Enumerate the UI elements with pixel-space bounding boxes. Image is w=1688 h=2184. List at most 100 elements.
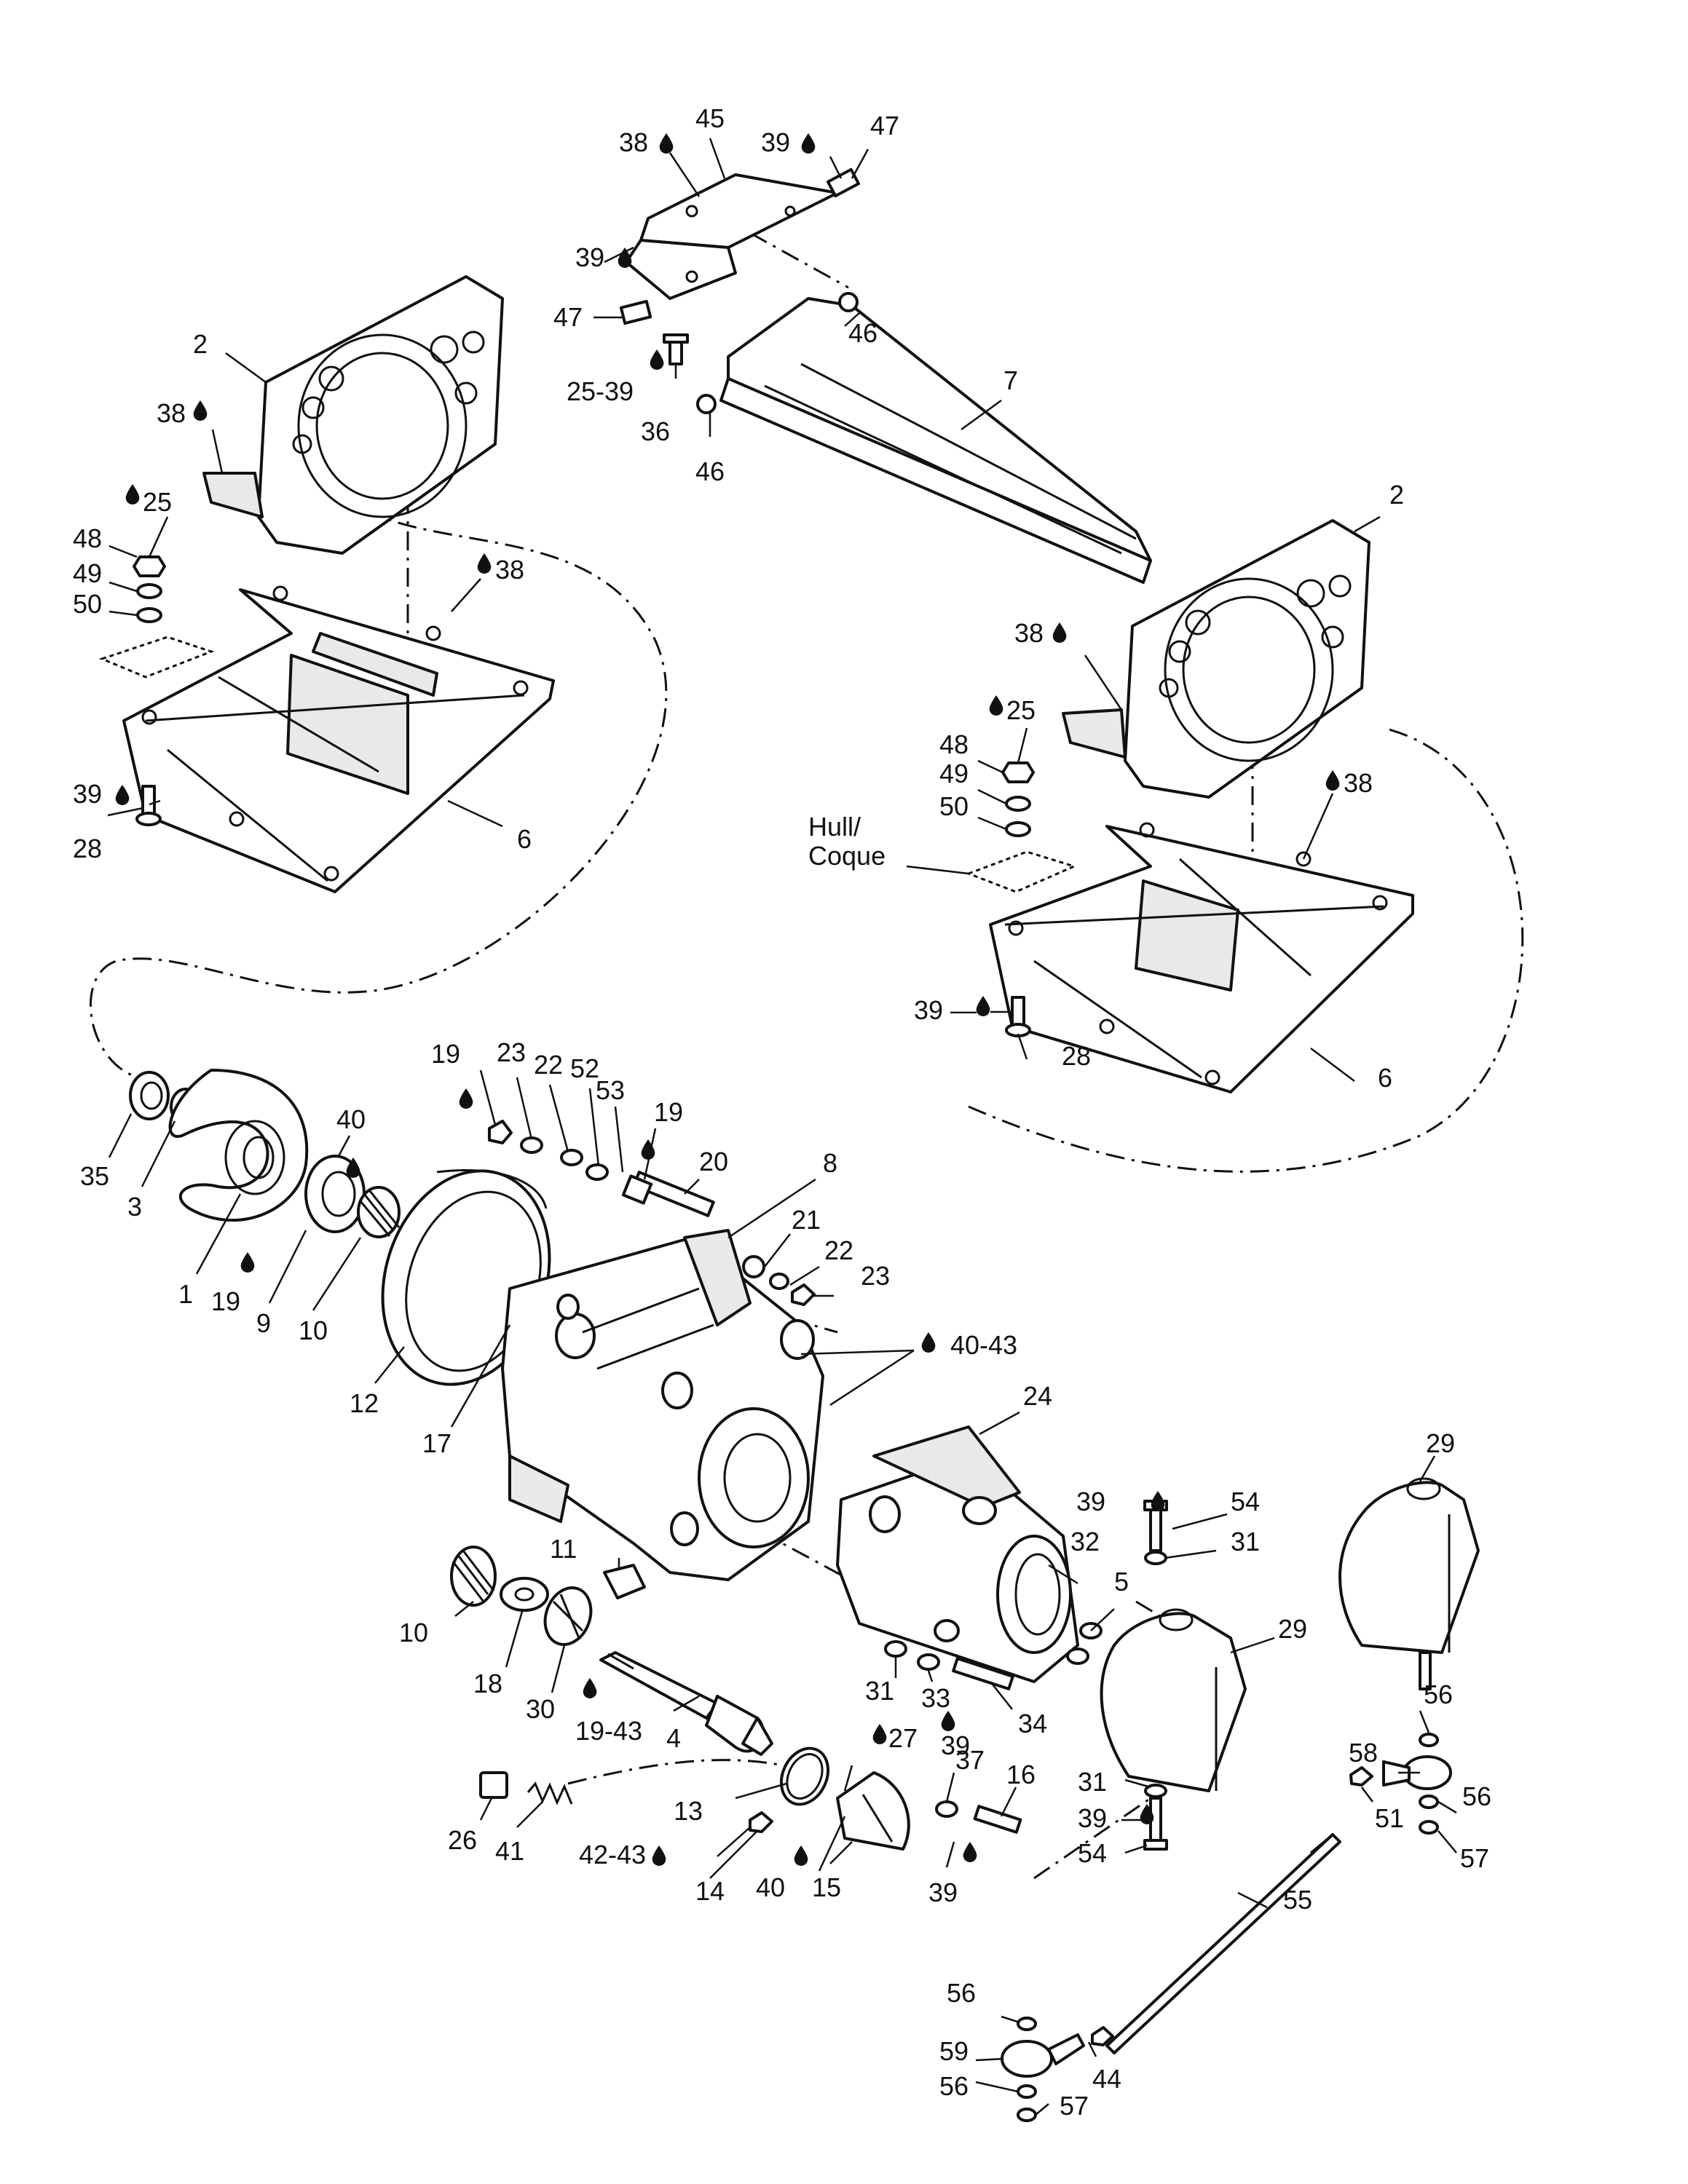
cone-15 — [836, 1771, 910, 1851]
callout: 38 — [1344, 768, 1373, 798]
callout: 57 — [1460, 1843, 1489, 1873]
callout: 2 — [193, 329, 208, 359]
callout: 26 — [448, 1825, 477, 1855]
housing-plate-2-left — [202, 275, 504, 555]
callout: 15 — [812, 1872, 841, 1902]
callout: 38 — [1014, 618, 1044, 648]
callout: 30 — [526, 1694, 555, 1724]
callout: 39 — [73, 779, 102, 809]
callout: 23 — [497, 1037, 526, 1067]
screw-36 — [663, 333, 689, 365]
callout: 48 — [939, 729, 969, 759]
callout: 50 — [939, 791, 969, 821]
callout: 46 — [695, 456, 725, 486]
callout: 8 — [823, 1148, 837, 1178]
callout: 9 — [256, 1308, 271, 1338]
callout: 21 — [792, 1205, 821, 1235]
callout: 38 — [619, 127, 648, 157]
callout: 22 — [824, 1235, 853, 1265]
callout: 16 — [1006, 1760, 1036, 1789]
callout: 14 — [695, 1876, 725, 1906]
callout: 5 — [1114, 1567, 1129, 1597]
callout: 18 — [473, 1669, 502, 1698]
callout: 39 — [941, 1730, 970, 1760]
callout: 10 — [399, 1618, 428, 1647]
impeller-1 — [168, 1069, 309, 1222]
screw-16 — [973, 1805, 1022, 1834]
ball-joint-59 — [1001, 2033, 1085, 2078]
needle-bearing-10-upper — [357, 1186, 401, 1238]
callout: 1 — [178, 1279, 193, 1309]
bracket-8-hardware — [742, 1255, 816, 1306]
callout: 32 — [1070, 1527, 1100, 1556]
callout: 20 — [699, 1147, 728, 1176]
callout: 56 — [1462, 1781, 1491, 1811]
callout: Hull/ — [808, 812, 861, 842]
callout: 25 — [1006, 695, 1036, 725]
callout: 31 — [1231, 1527, 1260, 1556]
callout: 19 — [431, 1039, 460, 1069]
ball-joint-58 — [1382, 1755, 1452, 1790]
callout: 28 — [1062, 1041, 1091, 1071]
callout: 48 — [73, 523, 102, 553]
callout: 38 — [495, 555, 524, 585]
callout: 29 — [1426, 1428, 1455, 1458]
callout: 51 — [1375, 1803, 1404, 1833]
callout: 6 — [517, 824, 532, 854]
callout: 44 — [1092, 2064, 1121, 2094]
callout: 47 — [553, 302, 583, 332]
callout: 49 — [73, 558, 102, 588]
callout: 57 — [1060, 2091, 1089, 2121]
callout: 22 — [534, 1050, 563, 1080]
callout: 25 — [143, 487, 172, 517]
intake-grate-6-left — [122, 585, 555, 893]
callout: 34 — [1018, 1709, 1047, 1738]
callout: 47 — [870, 111, 899, 141]
callout: 40 — [756, 1872, 785, 1902]
callout: 13 — [674, 1796, 703, 1826]
callout: 38 — [157, 398, 186, 428]
callout: 40-43 — [950, 1330, 1017, 1360]
callout: 19-43 — [575, 1716, 642, 1746]
callout: 39 — [761, 127, 790, 157]
callout: 55 — [1283, 1885, 1312, 1915]
bracket-45 — [625, 173, 839, 300]
intake-grate-6-right — [989, 822, 1414, 1093]
callout: 19 — [654, 1097, 683, 1127]
spring-41 — [526, 1781, 573, 1805]
callout: 4 — [666, 1723, 681, 1753]
hardware-stack-left — [98, 555, 215, 826]
callout: 54 — [1231, 1487, 1260, 1516]
plug-26 — [479, 1771, 508, 1799]
callout: 7 — [1003, 365, 1018, 395]
callout: 56 — [1424, 1679, 1453, 1709]
callout: 56 — [939, 2071, 969, 2101]
callout: 39 — [1078, 1803, 1107, 1833]
callout: 39 — [575, 242, 604, 272]
callout: 39 — [1076, 1487, 1105, 1516]
callout: 28 — [73, 834, 102, 863]
callout: 31 — [1078, 1767, 1107, 1797]
callout: 31 — [865, 1676, 894, 1706]
callout: 29 — [1278, 1614, 1307, 1644]
pump-housing-8 — [501, 1229, 824, 1581]
callout: 39 — — [914, 995, 977, 1025]
callout: 45 — [695, 103, 725, 133]
callout: 35 — [80, 1161, 109, 1191]
callout: 49 — [939, 759, 969, 788]
washer-37 — [935, 1800, 958, 1818]
callout: 12 — [350, 1388, 379, 1418]
callout: 36 — [641, 416, 670, 446]
callout: 33 — [921, 1683, 950, 1713]
venturi-24 — [836, 1425, 1079, 1683]
support-7 — [696, 292, 1152, 584]
needle-bearing-10-lower — [450, 1546, 497, 1607]
seal-30 — [543, 1586, 593, 1646]
callout: 46 — [848, 318, 877, 348]
callout: 58 — [1349, 1738, 1378, 1768]
callout: Coque — [808, 841, 886, 871]
callout: 25-39 — [567, 376, 634, 406]
callout: 27 — [888, 1723, 918, 1753]
callout: 41 — [495, 1836, 524, 1866]
